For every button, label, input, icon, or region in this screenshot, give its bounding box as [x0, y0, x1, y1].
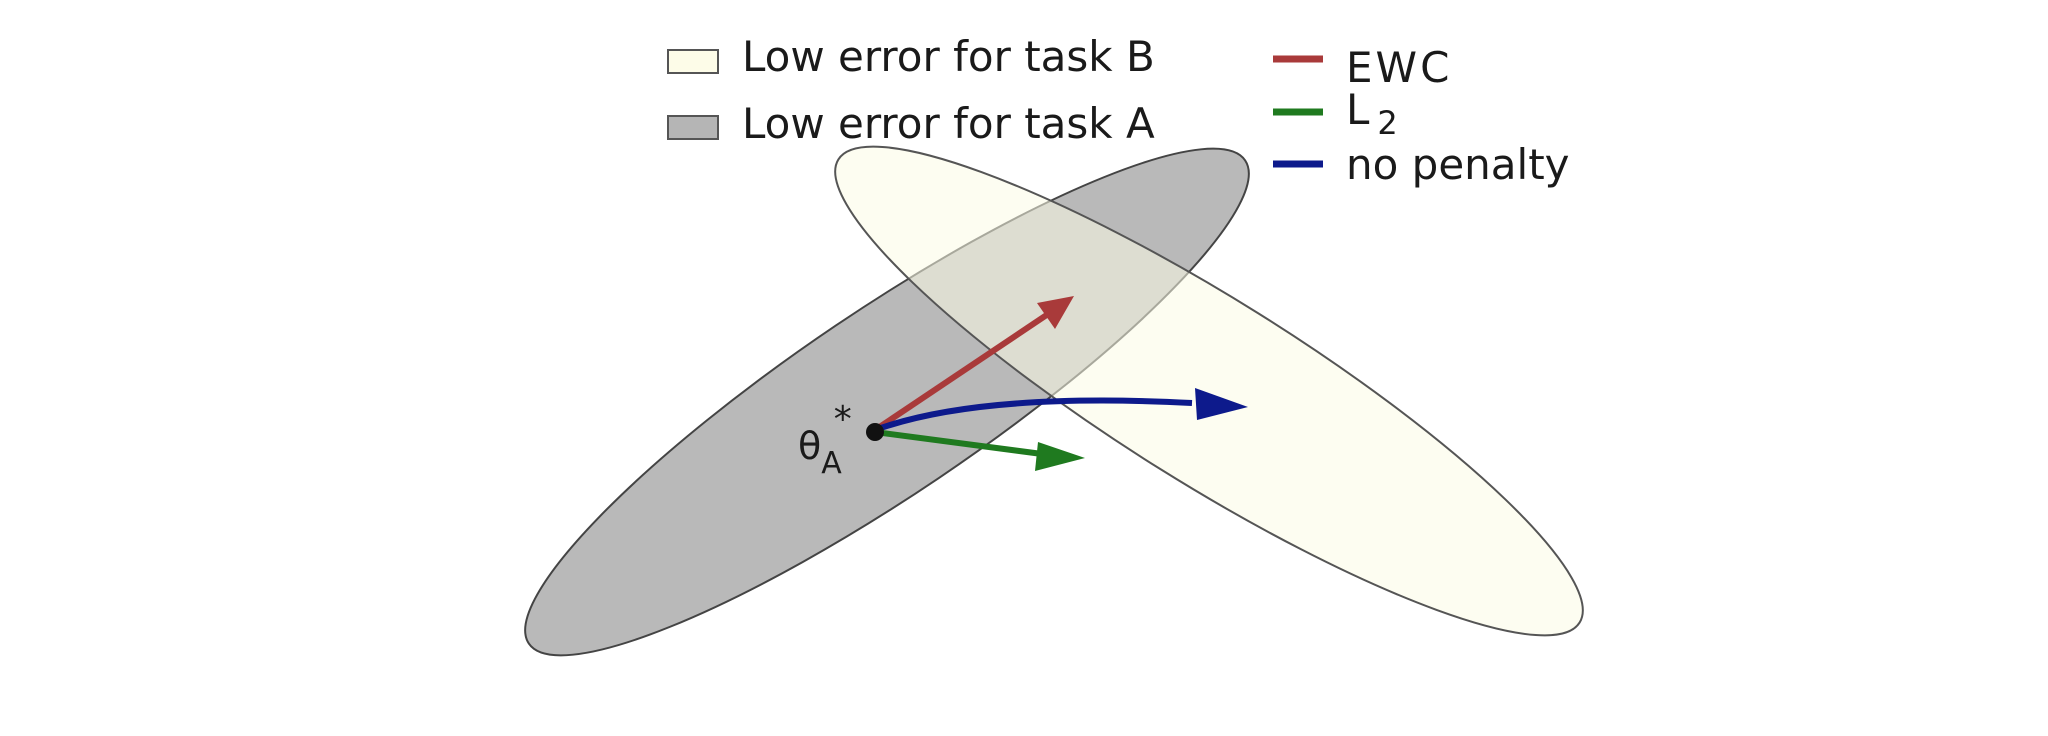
legend-swatch-task-b	[667, 49, 719, 74]
l2-arrow-head	[1035, 442, 1085, 471]
legend-label-no-penalty: no penalty	[1346, 140, 1570, 189]
no-penalty-arrow	[873, 397, 1193, 433]
legend-regions: Low error for task B Low error for task …	[667, 32, 1155, 148]
legend-label-task-b: Low error for task B	[742, 32, 1155, 81]
task-b-region	[834, 145, 1584, 637]
theta-a-star-label: θA*	[798, 399, 852, 481]
ewc-arrow	[873, 301, 1065, 433]
legend-label-task-a: Low error for task A	[742, 99, 1155, 148]
ewc-arrow-head	[1037, 296, 1074, 329]
legend-label-ewc: EWC	[1346, 43, 1452, 92]
theta-a-star-point	[866, 423, 884, 441]
l2-arrow	[874, 429, 1066, 460]
legend-swatch-task-a	[667, 115, 719, 140]
no-penalty-arrow-head	[1195, 388, 1248, 420]
